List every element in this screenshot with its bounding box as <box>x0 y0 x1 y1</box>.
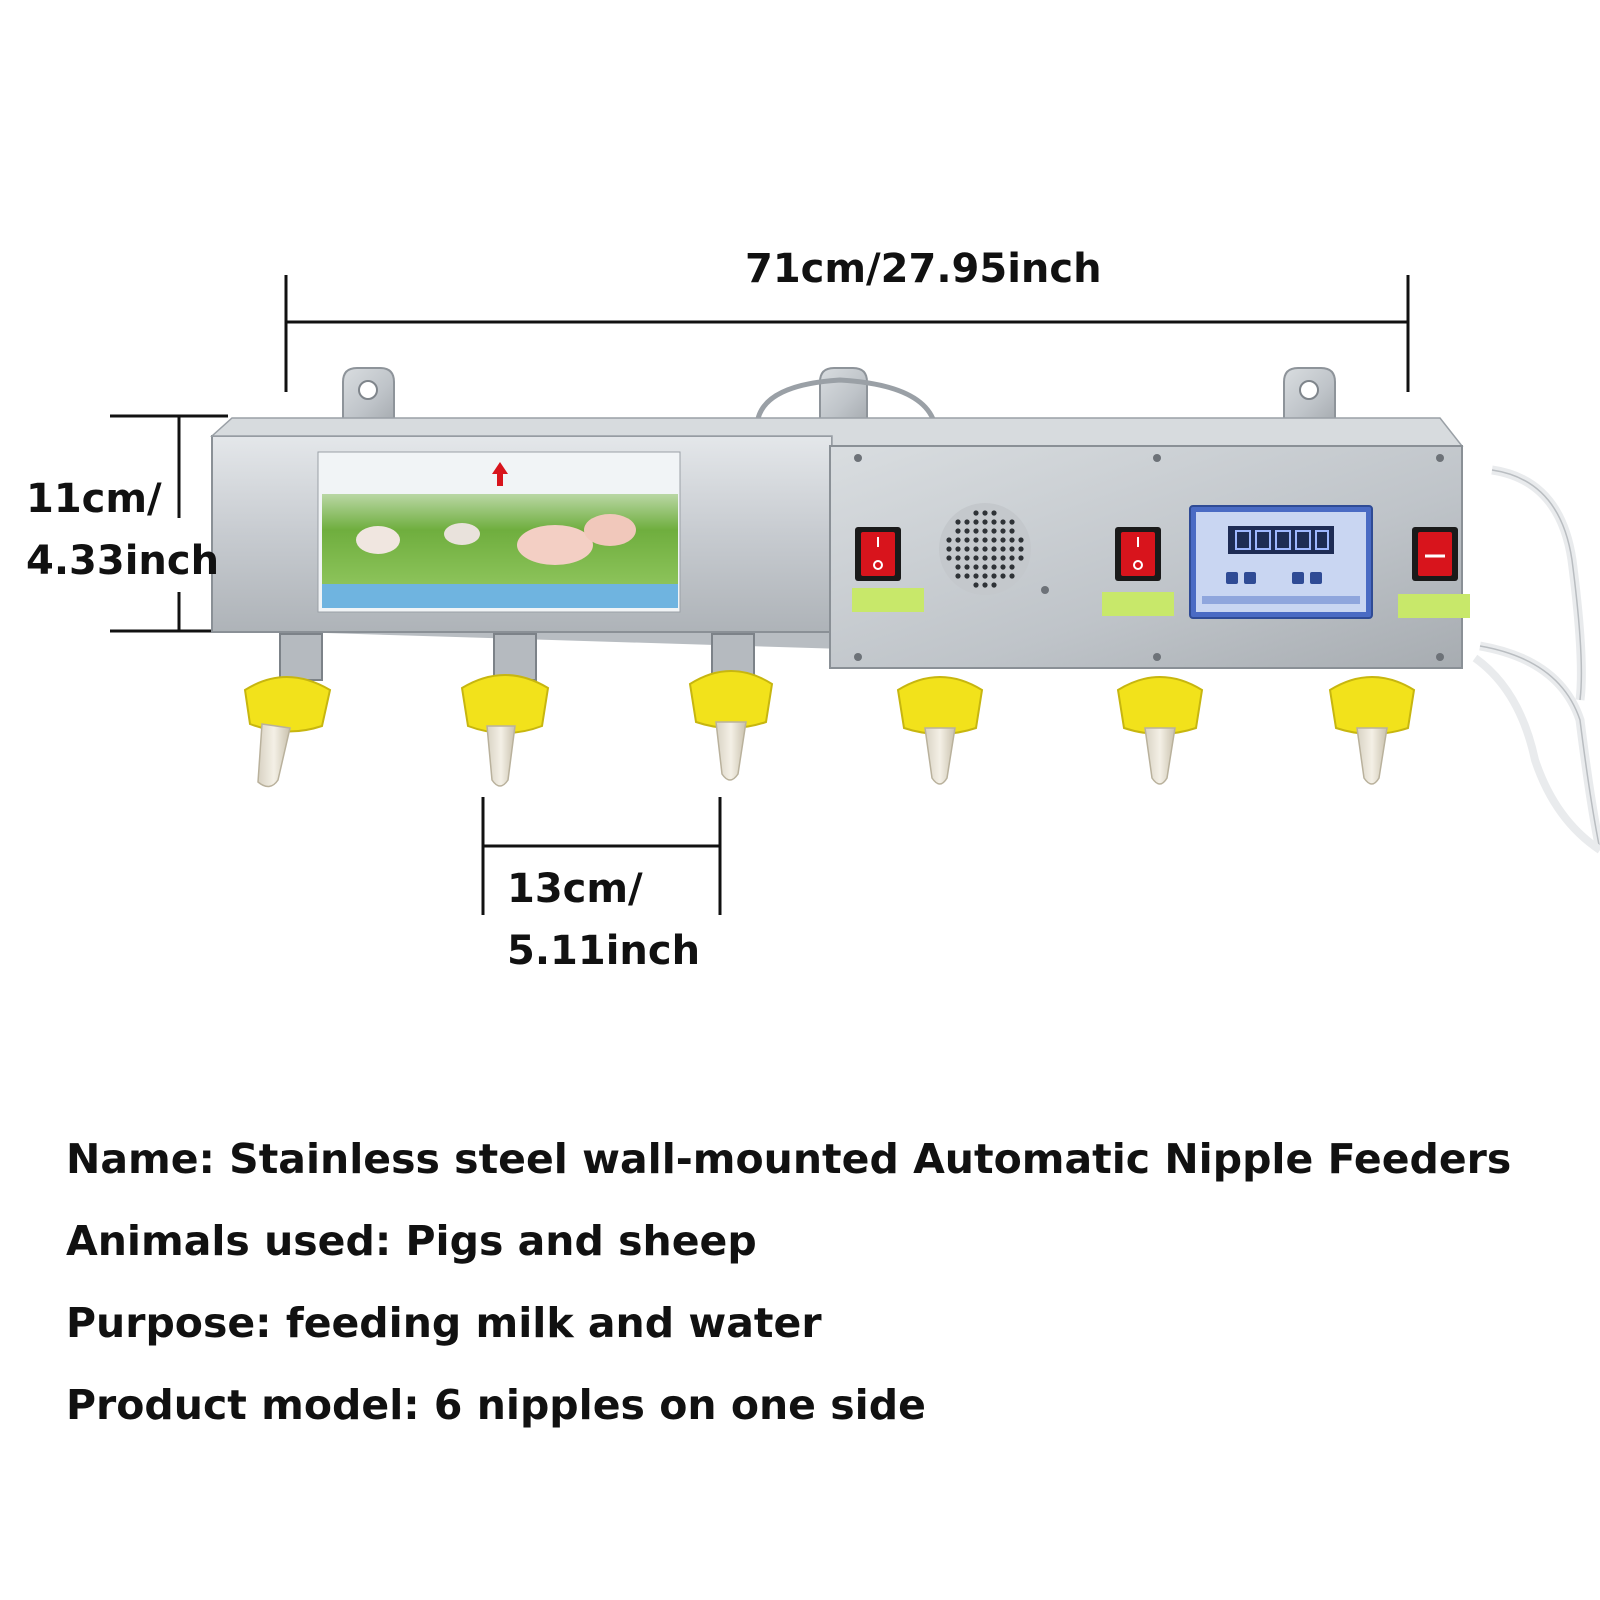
speaker-hole <box>973 510 979 516</box>
power-cable <box>1472 465 1600 854</box>
speaker-hole <box>991 510 997 516</box>
speaker-hole <box>946 555 952 561</box>
product-illustration <box>110 275 1600 915</box>
speaker-hole <box>964 573 970 579</box>
speaker-hole <box>973 528 979 534</box>
speaker-hole <box>973 519 979 525</box>
nipple-icon <box>1116 676 1204 785</box>
nipples <box>243 633 1416 788</box>
speaker-hole <box>1000 573 1006 579</box>
control-panel <box>852 503 1470 619</box>
product-specs: Name: Stainless steel wall-mounted Autom… <box>66 1128 1511 1456</box>
nipple-icon <box>460 633 550 787</box>
speaker-grille-icon <box>939 503 1031 595</box>
height-value-cm: 11cm/ <box>26 476 162 522</box>
speaker-hole <box>955 564 961 570</box>
speaker-hole <box>982 582 988 588</box>
speaker-hole <box>1009 564 1015 570</box>
speaker-hole <box>1009 519 1015 525</box>
speaker-hole <box>955 528 961 534</box>
speaker-hole <box>955 537 961 543</box>
speaker-hole <box>982 573 988 579</box>
speaker-hole <box>991 546 997 552</box>
speaker-hole <box>1000 537 1006 543</box>
speaker-hole <box>1000 546 1006 552</box>
mounting-tabs <box>342 367 1336 426</box>
nipple-icon <box>896 676 984 785</box>
speaker-hole <box>991 564 997 570</box>
speaker-hole <box>964 546 970 552</box>
speaker-hole <box>946 546 952 552</box>
speaker-hole <box>1009 537 1015 543</box>
speaker-hole <box>1018 555 1024 561</box>
speaker-hole <box>982 546 988 552</box>
height-value-inch: 4.33inch <box>26 538 220 584</box>
speaker-hole <box>955 546 961 552</box>
speaker-hole <box>991 537 997 543</box>
power-switch-icon[interactable] <box>1412 527 1458 581</box>
speaker-hole <box>982 528 988 534</box>
spacing-value-inch: 5.11inch <box>507 928 701 974</box>
speaker-hole <box>982 510 988 516</box>
speaker-hole <box>1009 555 1015 561</box>
nipple-icon <box>1328 676 1416 785</box>
speaker-hole <box>946 537 952 543</box>
speaker-hole <box>991 582 997 588</box>
speaker-hole <box>1018 537 1024 543</box>
speaker-hole <box>955 555 961 561</box>
speaker-hole <box>964 528 970 534</box>
speaker-hole <box>973 537 979 543</box>
spacing-dimension-line <box>481 797 722 915</box>
speaker-hole <box>973 573 979 579</box>
speaker-hole <box>982 555 988 561</box>
speaker-hole <box>1000 519 1006 525</box>
speaker-hole <box>955 573 961 579</box>
speaker-hole <box>1000 555 1006 561</box>
height-dimension-label: 11cm/ 4.33inch <box>26 468 219 592</box>
spec-animals: Animals used: Pigs and sheep <box>66 1217 757 1265</box>
speaker-hole <box>982 519 988 525</box>
speaker-hole <box>991 519 997 525</box>
speaker-hole <box>982 564 988 570</box>
speaker-hole <box>1000 564 1006 570</box>
pig-label-sticker <box>317 451 681 613</box>
width-value: 71cm/27.95inch <box>745 246 1102 292</box>
nipple-icon <box>243 633 332 788</box>
speaker-hole <box>955 519 961 525</box>
speaker-hole <box>973 555 979 561</box>
speaker-hole <box>973 582 979 588</box>
height-dimension-line <box>110 414 228 633</box>
speaker-hole <box>973 546 979 552</box>
spec-name: Name: Stainless steel wall-mounted Autom… <box>66 1135 1512 1183</box>
speaker-hole <box>1009 546 1015 552</box>
speaker-hole <box>991 555 997 561</box>
spec-model: Product model: 6 nipples on one side <box>66 1381 926 1429</box>
speaker-hole <box>973 564 979 570</box>
power-switch-icon[interactable] <box>855 527 901 581</box>
speaker-hole <box>991 528 997 534</box>
speaker-hole <box>964 537 970 543</box>
speaker-hole <box>1009 528 1015 534</box>
speaker-hole <box>964 564 970 570</box>
spacing-value-cm: 13cm/ <box>507 866 643 912</box>
speaker-hole <box>1000 528 1006 534</box>
power-switch-icon[interactable] <box>1115 527 1161 581</box>
nipple-icon <box>688 633 774 781</box>
speaker-hole <box>1009 573 1015 579</box>
spacing-dimension-label: 13cm/ 5.11inch <box>507 858 700 982</box>
speaker-hole <box>964 519 970 525</box>
speaker-hole <box>1018 546 1024 552</box>
spec-purpose: Purpose: feeding milk and water <box>66 1299 822 1347</box>
speaker-hole <box>991 573 997 579</box>
speaker-hole <box>964 555 970 561</box>
width-dimension-label: 71cm/27.95inch <box>745 247 1102 291</box>
temperature-controller-icon[interactable] <box>1189 505 1373 619</box>
width-dimension-line <box>284 275 1410 392</box>
speaker-hole <box>982 537 988 543</box>
